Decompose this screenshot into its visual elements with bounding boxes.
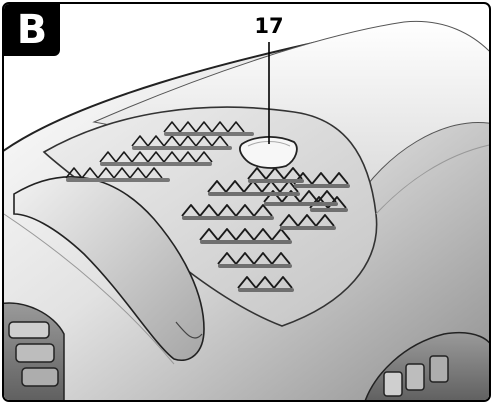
bottom-right-controls <box>364 332 489 400</box>
handheld-device-vents-illustration-icon <box>4 20 489 400</box>
callout-number-17: 17 <box>254 14 284 38</box>
right-vent-shadows <box>182 179 350 292</box>
side-ridge-edge <box>175 321 203 339</box>
button-17 <box>239 136 298 169</box>
body-contour-line-right <box>375 144 489 215</box>
side-ridge <box>13 176 205 361</box>
body-contour-line <box>4 213 175 365</box>
bottom-left-controls <box>4 302 65 400</box>
panel-label: B <box>4 4 60 56</box>
left-vent-shadows <box>66 132 254 182</box>
